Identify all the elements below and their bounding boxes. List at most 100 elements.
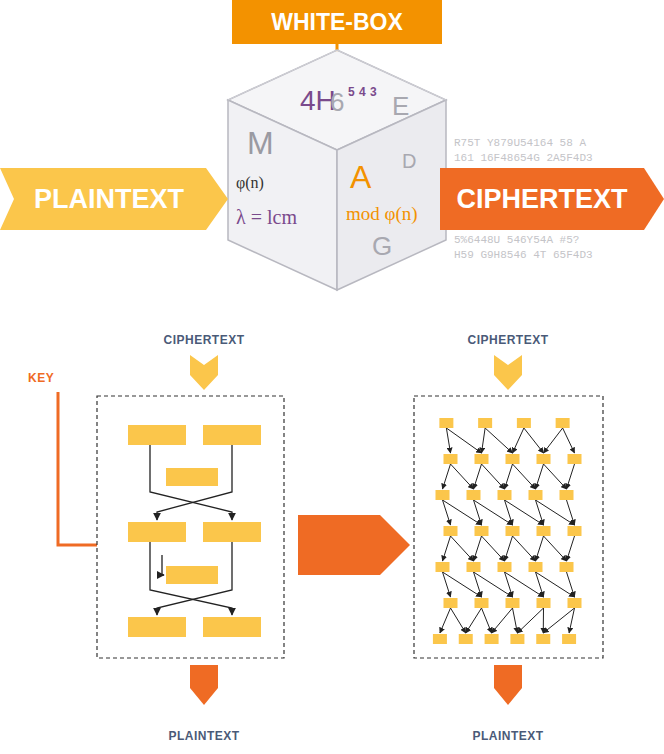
background-code: R75T Y879U54164 58 A [454,137,586,149]
network-arrow [513,428,524,453]
node-fill [440,168,664,230]
cube-right [337,100,446,290]
network-block [478,418,492,428]
network-block [436,562,450,572]
network-block [444,454,458,464]
network-arrow [466,608,482,633]
network-block [506,598,520,608]
network-arrow [443,500,482,525]
dashed-frame [97,396,284,658]
arrow [150,445,232,520]
network-arrow [443,500,451,525]
network-arrow [513,464,536,489]
network-block [444,526,458,536]
network-arrow [567,464,575,489]
network-arrow [536,500,575,525]
background-code: H59 G9H8546 4T 65F4D3 [454,249,593,261]
network-arrow [482,536,505,561]
network-block [537,454,551,464]
dashed-frame [414,396,603,658]
network-block [459,634,473,644]
network-block [510,634,524,644]
network-block [475,454,489,464]
network-arrow [443,464,451,489]
network-arrow [536,500,544,525]
cube-symbol: E [392,92,409,121]
network-arrow [474,500,513,525]
block [203,617,261,637]
node-label: PLAINTEXT [34,184,184,215]
input-band: PLAINTEXT [0,168,228,230]
network-arrow [543,608,574,633]
network-block [560,562,574,572]
transform-arrow [298,515,410,575]
network-arrow [482,608,492,633]
feistel-blocks [128,425,261,637]
cube-symbol: D [402,150,416,172]
key-line [58,392,97,545]
network-arrow [443,536,451,561]
block [128,617,186,637]
input-chevron [494,355,522,390]
network-arrow [451,608,466,633]
network-block [536,634,550,644]
network-block [475,526,489,536]
network-arrow [474,536,482,561]
network-arrow [513,536,536,561]
network-block [562,634,576,644]
output-label: PLAINTEXT [472,730,543,743]
network-arrow [544,428,563,453]
network-arrow [505,572,513,597]
block [203,425,261,445]
output-arrow [494,665,522,705]
network-arrow [446,428,450,453]
network-block [433,634,447,644]
white-box-cube [228,50,446,290]
network-arrow [505,500,544,525]
arrow [157,445,232,520]
cube-symbol: G [372,232,392,261]
network-arrow [505,536,513,561]
network-arrow [513,608,518,633]
network-arrow [567,500,575,525]
cube-symbol: M [247,126,274,161]
network-block [529,562,543,572]
node-fill [232,0,442,44]
network-arrow [492,608,513,633]
block [128,522,186,542]
network-arrow [563,428,575,453]
network-block [560,490,574,500]
network-block [556,418,570,428]
network-block [498,562,512,572]
arrow [157,542,232,615]
network-arrow [524,428,544,453]
network-arrow [536,572,575,597]
network-block [517,418,531,428]
network-block [568,526,582,536]
network-arrow [544,464,567,489]
network-block [475,598,489,608]
network-block [467,490,481,500]
network-arrow [536,464,544,489]
cube-symbol: λ = lcm [236,206,297,228]
network-arrow [474,500,482,525]
block [128,425,186,445]
network-block [506,526,520,536]
network-arrow [440,608,451,633]
network-block [568,598,582,608]
output-label: PLAINTEXT [168,730,239,743]
background-code: 161 16F48654G 2A5F4D3 [454,152,593,164]
network-block [485,634,499,644]
cube-left [228,100,337,290]
network-block [568,454,582,464]
network-arrow [517,608,543,633]
node-fill [0,168,228,230]
network-arrow [482,464,505,489]
input-label: CIPHERTEXT [163,334,244,347]
network-block [537,526,551,536]
cube-symbol: φ(n) [236,174,264,192]
network-block [467,562,481,572]
arrow [162,555,164,575]
output-arrow [190,665,218,705]
